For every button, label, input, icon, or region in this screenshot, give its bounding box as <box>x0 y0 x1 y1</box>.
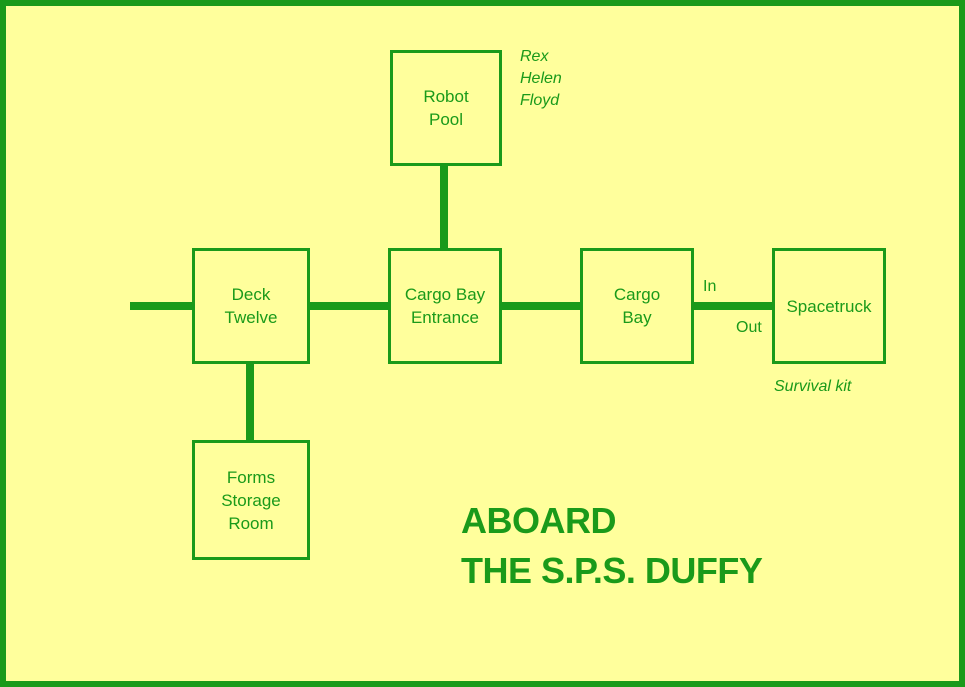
room-forms-storage-line3: Room <box>228 513 274 533</box>
room-spacetruck: Spacetruck <box>772 248 886 364</box>
room-forms-storage-line1: Forms <box>226 467 276 487</box>
corridor-entrance-to-cargo <box>502 302 580 310</box>
room-cargo-bay: Cargo Bay <box>580 248 694 364</box>
robot-name: Helen <box>520 70 562 87</box>
map-title-line1: ABOARD <box>461 500 617 541</box>
corridor-entrance-to-pool <box>440 166 448 248</box>
room-deck-twelve: Deck Twelve <box>192 248 310 364</box>
room-cargo-bay-entrance-line2: Entrance <box>410 308 480 327</box>
room-spacetruck-line1: Spacetruck <box>786 296 872 316</box>
room-cargo-bay-entrance-line1: Cargo Bay <box>404 285 486 304</box>
room-robot-pool: Robot Pool <box>390 50 502 166</box>
spacetruck-item-note: Survival kit <box>774 378 852 395</box>
map-title: ABOARD THE S.P.S. DUFFY <box>461 496 763 596</box>
corridor-cargo-to-truck <box>694 302 774 310</box>
room-cargo-bay-entrance: Cargo Bay Entrance <box>388 248 502 364</box>
corridor-west-exit <box>130 302 192 310</box>
room-forms-storage: Forms Storage Room <box>192 440 310 560</box>
map-title-line2: THE S.P.S. DUFFY <box>461 550 763 591</box>
robot-name: Floyd <box>520 92 560 109</box>
room-deck-twelve-line2: Twelve <box>224 308 278 327</box>
room-robot-pool-line2: Pool <box>428 110 464 129</box>
corridor-deck-to-storage <box>246 364 254 442</box>
corridor-deck-to-entrance <box>310 302 388 310</box>
out-label: Out <box>736 319 762 336</box>
robots-list: Rex Helen Floyd <box>520 46 562 112</box>
room-cargo-bay-line1: Cargo <box>613 285 661 304</box>
robot-name: Rex <box>520 48 549 65</box>
room-deck-twelve-line1: Deck <box>231 285 271 304</box>
room-forms-storage-line2: Storage <box>221 490 281 510</box>
room-cargo-bay-line2: Bay <box>622 308 652 327</box>
in-label: In <box>703 278 717 295</box>
room-robot-pool-line1: Robot <box>423 87 469 106</box>
